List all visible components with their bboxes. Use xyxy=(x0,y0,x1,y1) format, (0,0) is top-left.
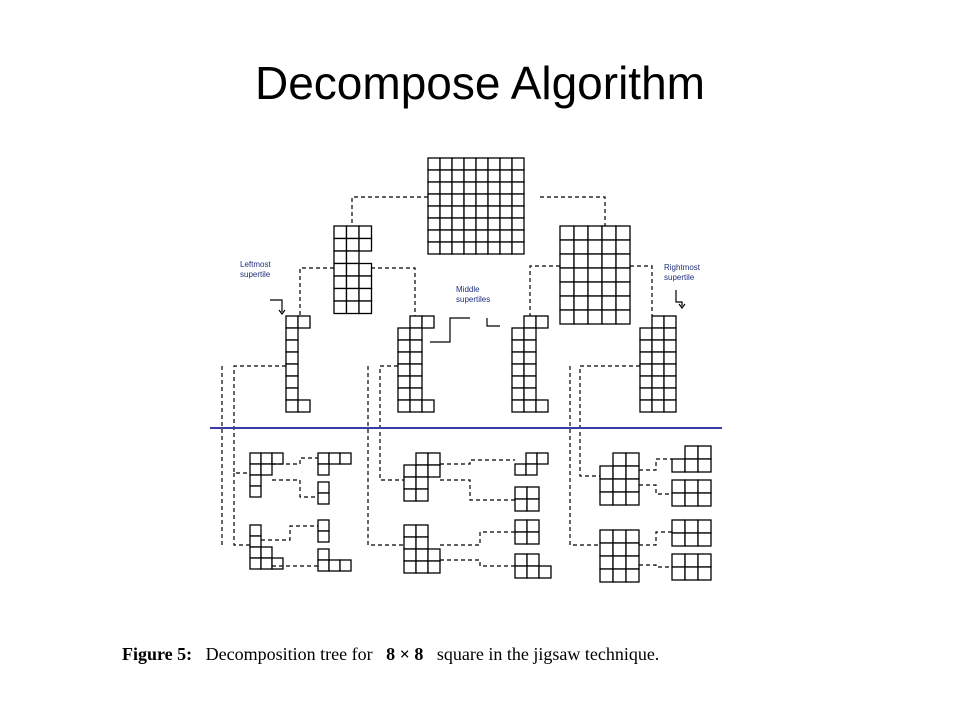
tile-blocks xyxy=(249,157,712,583)
leaf-mid-b xyxy=(514,452,549,476)
leaf-rm-a xyxy=(599,452,640,506)
middle-pointer-left xyxy=(430,317,470,343)
caption-size-expr: 8 × 8 xyxy=(386,644,424,664)
conn-rm-3 xyxy=(639,458,672,471)
leftmost-pointer xyxy=(270,299,283,312)
conn-lm-4 xyxy=(272,479,318,498)
conn-rm-2 xyxy=(569,366,600,546)
leaf-lm-f xyxy=(317,548,352,572)
middle-supertile-1 xyxy=(397,315,435,413)
middle-label-line2: supertiles xyxy=(456,295,490,304)
figure-label: Figure 5: xyxy=(122,644,193,664)
slide-title: Decompose Algorithm xyxy=(255,57,705,109)
middle-pointer-right xyxy=(486,318,500,327)
caption-text-before: Decomposition tree for xyxy=(205,644,373,664)
conn-lm-2 xyxy=(233,473,250,546)
root-8x8-square xyxy=(427,157,525,255)
conn-lm-5 xyxy=(261,525,318,541)
rightmost-supertile xyxy=(639,315,677,413)
conn-mid-4 xyxy=(440,479,515,501)
level1-right-piece xyxy=(559,225,631,325)
rightmost-arrowhead xyxy=(678,303,686,309)
leaf-rm-f xyxy=(671,553,712,581)
conn-mid-2 xyxy=(367,366,404,546)
conn-rm-1 xyxy=(579,365,640,477)
leaf-lm-e xyxy=(317,519,330,543)
leaf-mid-a xyxy=(403,452,441,502)
middle-supertile-2 xyxy=(511,315,549,413)
leaf-mid-e xyxy=(514,519,540,545)
rightmost-pointer xyxy=(675,290,683,306)
leftmost-arrowhead xyxy=(278,309,286,315)
leaf-lm-b xyxy=(317,452,352,476)
conn-mid-3 xyxy=(440,459,515,465)
leaf-rm-e xyxy=(671,519,712,547)
middle-label-line1: Middle xyxy=(456,285,480,294)
tree-connectors xyxy=(221,196,686,568)
conn-l1right-mid2 xyxy=(529,265,560,316)
leaf-rm-b xyxy=(671,445,712,473)
rightmost-label-line1: Rightmost xyxy=(664,263,701,272)
figure-caption: Figure 5: Decomposition tree for 8 × 8 s… xyxy=(122,644,842,665)
leftmost-supertile xyxy=(285,315,311,413)
leaf-lm-c xyxy=(317,481,330,505)
conn-rm-6 xyxy=(639,564,672,568)
leaf-mid-c xyxy=(514,486,540,512)
conn-l1left-mid1 xyxy=(371,267,416,316)
conn-root-right xyxy=(540,196,606,226)
caption-text-after: square in the jigsaw technique. xyxy=(436,644,660,664)
conn-root-left xyxy=(351,196,428,226)
leftmost-label-line2: supertile xyxy=(240,270,271,279)
level1-left-piece xyxy=(333,225,373,315)
leaf-mid-d xyxy=(403,524,441,574)
conn-rm-5 xyxy=(639,531,672,546)
leaf-rm-d xyxy=(599,529,640,583)
leaf-lm-a xyxy=(249,452,284,498)
conn-lm-3 xyxy=(272,457,318,465)
conn-mid-1 xyxy=(379,365,404,481)
leaf-rm-c xyxy=(671,479,712,507)
conn-l1right-right xyxy=(630,265,653,316)
conn-lm-1 xyxy=(233,365,286,474)
leaf-mid-f xyxy=(514,553,552,579)
leaf-lm-d xyxy=(249,524,284,570)
conn-mid-6 xyxy=(440,559,515,567)
conn-l1left-leftmost xyxy=(299,267,334,316)
rightmost-label-line2: supertile xyxy=(664,273,695,282)
conn-mid-5 xyxy=(440,531,515,546)
leftmost-label-line1: Leftmost xyxy=(240,260,271,269)
conn-rm-4 xyxy=(639,484,672,495)
